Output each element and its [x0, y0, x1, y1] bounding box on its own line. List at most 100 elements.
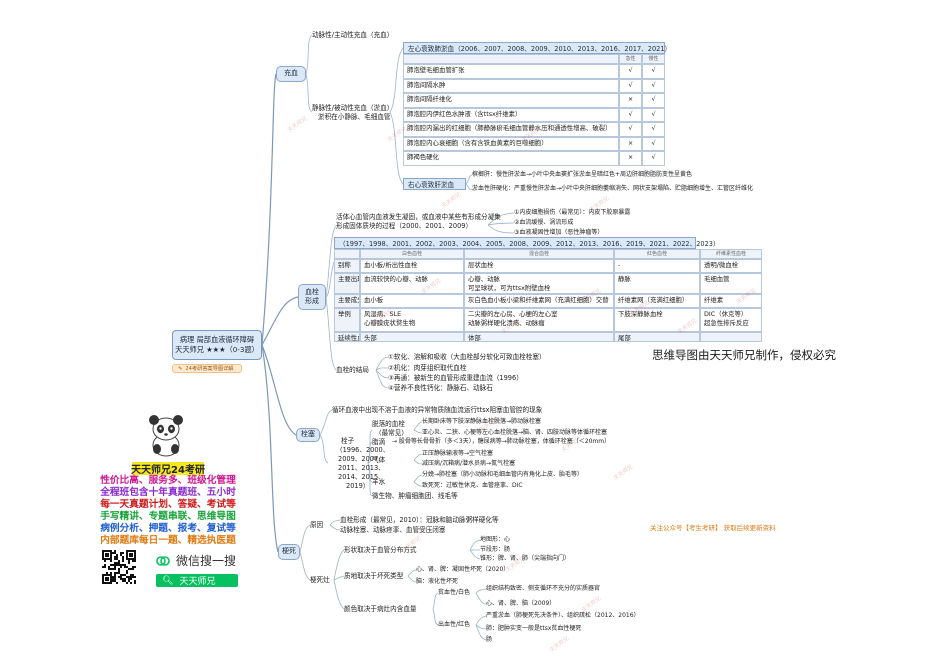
thrombus-table-col-2: 红色血栓: [614, 249, 700, 259]
infarct-texture-coagulative: 心、肾、脾：凝固性坏死（2020）: [416, 566, 510, 573]
thrombus-table-col-3: 纤维素性血栓: [700, 249, 762, 259]
other-emboli: 微生物、肿瘤细胞团、线毛等: [372, 492, 458, 500]
embolus-label-6: 2019）: [346, 482, 370, 490]
liver-congestion-title-text: 右心衰致肝淤血: [408, 181, 455, 189]
hemorrhagic-infarct-3: 肠: [486, 636, 493, 643]
thrombus-table-cell: 纤维素网（充满红细胞）: [614, 294, 700, 308]
thrombus-table-cell: 下肢深静脉血栓: [614, 308, 700, 332]
thrombus-table-cell: 透明/微血栓: [700, 259, 762, 273]
lung-table-row-label: 肺泡壁毛细血管扩张: [403, 64, 619, 79]
infarct-label: 梗死灶: [310, 576, 330, 584]
lung-table-acute: ×: [619, 93, 642, 108]
fat-embolism-label: 脂滴: [372, 438, 386, 446]
infarction-cause-label: 原因: [310, 521, 324, 529]
liver-nutmeg: 槟榔肝：慢性肝淤血→小叶中央血窦扩张淤血呈暗红色+周边肝细胞脂肪变性呈黄色: [472, 171, 693, 178]
thrombus-table-corner: [334, 249, 360, 259]
branch-embolism: 栓塞: [296, 428, 320, 442]
hemorrhagic-infarct-label: 出血性/红色: [438, 621, 471, 628]
ad-line-4: 手写精讲、专题串联、思维导图: [100, 511, 236, 522]
thrombus-outcome-2: ②机化：肉芽组织取代血栓: [388, 364, 467, 372]
search-icon: 🔍︎: [162, 575, 174, 586]
thrombus-table-cell: [700, 332, 762, 342]
thrombosis-def-line2: 形成固体质块的过程（2000、2001、2009）: [336, 222, 473, 230]
wechat-search-bar[interactable]: 🔍︎ 天天师兄: [156, 574, 238, 587]
thrombus-table-cell: 头部: [360, 332, 464, 342]
thrombus-table-col-1: 混合血栓: [464, 249, 614, 259]
ad-line-5: 病例分析、押题、报考、复试等: [100, 523, 236, 534]
wechat-search-icon: [156, 555, 170, 566]
ad-line-1: 性价比高、服务多、班级化管理: [100, 475, 236, 486]
root-node: 病理 局部血液循环障碍 天天师兄 ★★★（0-3题）: [172, 330, 262, 360]
lung-table-chronic: √: [642, 122, 665, 137]
thromboembolus-arterial: 亚心炎、二狭、心梗等左心血栓脱落→脑、肾、四肢动脉等体循环栓塞: [422, 429, 608, 436]
thromboembolus-venous: 长期卧床等下肢深静脉血栓脱落→肺动脉栓塞: [422, 418, 542, 425]
lung-table-chronic: √: [642, 78, 665, 93]
thrombosis-condition-3: ③血液凝固性增加（恶性肿瘤等）: [514, 229, 604, 236]
branch-congestion: 充血: [276, 66, 306, 82]
anemic-infarct-2: 心、肾、脾、脑（2009）: [486, 600, 556, 607]
lung-table-acute: √: [619, 64, 642, 79]
root-subtitle: 天天师兄 ★★★（0-3题）: [175, 345, 259, 355]
amniotic-embolism-label: 羊水: [372, 478, 386, 486]
embolus-label-4: 2011、2013、: [338, 464, 385, 472]
root-title: 病理 局部血液循环障碍: [179, 335, 255, 344]
lung-table-corner: [403, 54, 619, 64]
infarction-cause-1: 血栓形成（最常见，2010）：冠脉和脑动脉粥样硬化等: [340, 516, 499, 524]
qr-code[interactable]: [102, 550, 136, 584]
thrombus-table-cell: 心瓣、动脉 可呈球状，可为ttsx附壁血栓: [464, 273, 614, 294]
lung-table-acute: ×: [619, 136, 642, 151]
hemorrhagic-infarct-1: 严重淤血（肺梗死先决条件）、组织疏松（2012、2016）: [486, 612, 640, 619]
embolus-label-2: （1996、2000、: [336, 446, 390, 454]
gas-embolism-1: 正压静脉输液等→空气栓塞: [422, 450, 494, 457]
thrombus-table-row-label: 主要成分: [334, 294, 360, 308]
fat-embolism-text: → 股骨等长骨骨折（多＜3天），糖尿病等→肺动脉栓塞，体循环栓塞（＜20mm）: [392, 438, 611, 445]
thrombus-table-cell: 层状血栓: [464, 259, 614, 273]
infarct-shape-cone: 锥形：脾、肾、肺（尖端指向门）: [480, 555, 571, 562]
lung-table-row-label: 肺泡间隔水肿: [403, 78, 619, 93]
amniotic-embolism-1: 分娩→肺栓塞（肺小动脉和毛细血管内有角化上皮、胎毛等）: [422, 471, 584, 478]
thrombus-table-cell: 体部: [464, 332, 614, 342]
thrombus-table-col-0: 白色血栓: [360, 249, 464, 259]
ad-line-6: 内部题库每日一题、精选执医题: [100, 535, 236, 546]
liver-cirrhosis: 淤血性肝硬化：严重慢性肝淤血→小叶中央肝细胞萎缩消失、网状支架塌陷、贮脂细胞增生…: [472, 185, 754, 192]
lung-table-chronic: √: [642, 107, 665, 122]
thrombus-table-cell: 纤维素: [700, 294, 762, 308]
lung-table-col-0: 急性: [619, 54, 642, 64]
liver-congestion-title: 右心衰致肝淤血: [403, 178, 466, 190]
thrombosis-condition-2: ②血流缓慢、涡流形成: [514, 219, 574, 226]
lung-table-chronic: √: [642, 136, 665, 151]
thrombosis-def-line1: 活体心血管内血液发生凝固，或血液中某些有形成分凝集: [336, 213, 501, 221]
branch-infarction: 梗死: [278, 544, 300, 560]
lung-table-chronic: √: [642, 93, 665, 108]
panda-mascot: [145, 413, 187, 457]
wechat-search-text: 微信搜一搜: [176, 554, 237, 568]
thromboembolus-label-2: （最常见）: [375, 429, 408, 437]
infarct-shape-map: 地图形：心: [480, 536, 511, 543]
thromboembolus-label-1: 脱落的血栓: [372, 420, 405, 428]
wechat-account-name: 天天师兄: [179, 577, 216, 587]
lung-table-acute: √: [619, 107, 642, 122]
lung-table-row-label: 肺褐色硬化: [403, 151, 619, 166]
gas-embolism-label: 气体: [372, 456, 386, 464]
thrombus-outcome-3: ③再通：被新生的血管形成重建血流（1996）: [388, 374, 523, 382]
thrombus-table-row-label: 别称: [334, 259, 360, 273]
qr-code-icon: [102, 550, 136, 584]
copyright-notice: 思维导图由天天师兄制作，侵权必究: [652, 348, 836, 362]
anemic-infarct-label: 贫血性/白色: [438, 589, 471, 596]
arterial-congestion: 动脉性/主动性充血（充血）: [312, 31, 394, 39]
infarct-shape-segment: 节段形：肠: [480, 546, 511, 553]
venous-congestion-line2: 淤积在小静脉、毛细血管: [318, 113, 391, 121]
lung-table-row-label: 肺泡腔内伊红色水肿液（含ttsx纤维素）: [403, 107, 619, 122]
thrombus-table-cell: 静脉: [614, 273, 700, 294]
thrombus-table-row-label: 延续性血栓: [334, 332, 360, 342]
thrombosis-condition-1: ①内皮细胞损伤（最常见）：内皮下胶原暴露: [514, 209, 631, 216]
infarction-cause-2: 动脉栓塞、动脉痉挛、血管受压闭塞: [340, 526, 446, 534]
root-tag: ✎ 24考研答案导图详解: [172, 364, 242, 373]
ad-title: 天天师兄24考研: [131, 462, 205, 476]
panda-icon: [149, 415, 183, 457]
thrombus-table-cell: DIC（休克等） 超急性排斥反应: [700, 308, 762, 332]
thrombus-table-cell: 血小板: [360, 294, 464, 308]
thrombus-table-cell: 血小板/析出性血栓: [360, 259, 464, 273]
